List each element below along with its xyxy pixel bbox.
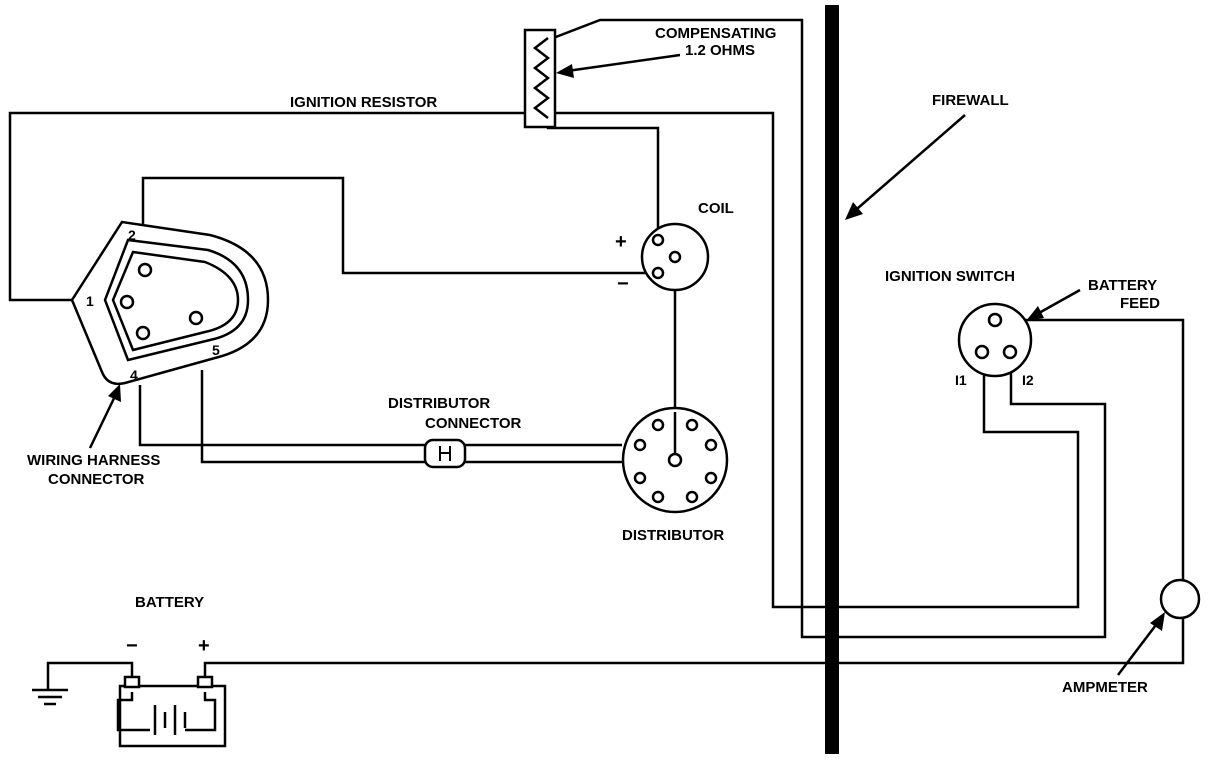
pin-label-1: 1	[86, 293, 94, 309]
compensating-arrowhead	[556, 64, 574, 78]
label-wiring-harness-1: WIRING HARNESS	[27, 452, 160, 469]
label-ignition-switch: IGNITION SWITCH	[885, 268, 1015, 285]
label-coil: COIL	[698, 200, 734, 217]
label-ampmeter: AMPMETER	[1062, 679, 1148, 696]
battery-feed-arrowhead	[1026, 306, 1044, 321]
wire-pin5-harness	[200, 370, 425, 464]
ignition-switch	[957, 302, 1033, 378]
label-compensating: COMPENSATING	[655, 25, 776, 42]
ampmeter-arrow	[1117, 616, 1163, 676]
coil-terminal-center	[668, 250, 682, 264]
wire-battery-feed-to-ampmeter	[1022, 318, 1185, 581]
pin-label-i2: I2	[1022, 372, 1034, 388]
label-battery-feed-2: FEED	[1120, 295, 1160, 312]
pin-label-2: 2	[128, 227, 136, 243]
pin-label-4: 4	[130, 367, 138, 383]
ampmeter	[1159, 578, 1201, 620]
label-distributor: DISTRIBUTOR	[622, 527, 724, 544]
firewall-arrowhead	[845, 202, 863, 220]
ampmeter-arrowhead	[1150, 612, 1165, 631]
coil-terminal-plus	[651, 233, 665, 247]
compensating-arrow	[559, 53, 681, 74]
label-ignition-resistor: IGNITION RESISTOR	[290, 94, 437, 111]
harness-arrow	[88, 389, 120, 449]
wire-resistor-to-switch-i1	[555, 111, 1080, 609]
wire-battery-to-ground	[46, 661, 134, 690]
label-battery: BATTERY	[135, 594, 204, 611]
switch-terminal-battery	[987, 312, 1003, 328]
wire-pin1-to-resistor	[8, 111, 525, 302]
distributor	[621, 406, 729, 514]
battery-plus-symbol: +	[198, 635, 210, 657]
wire-pin2-to-coil-minus	[141, 176, 650, 275]
wire-resistor-to-coil-plus	[546, 112, 660, 233]
battery-minus-symbol: −	[126, 635, 138, 657]
label-firewall: FIREWALL	[932, 92, 1009, 109]
firewall-bar	[825, 5, 839, 754]
pin-label-5: 5	[212, 342, 220, 358]
switch-terminal-i1	[974, 344, 990, 360]
ignition-resistor	[523, 28, 557, 129]
pin-label-i1: I1	[955, 372, 967, 388]
coil-minus-symbol: −	[617, 273, 629, 295]
label-ohms: 1.2 OHMS	[685, 42, 755, 59]
harness-arrowhead	[108, 384, 121, 402]
ground-symbol	[32, 688, 68, 706]
distributor-connector	[423, 438, 467, 469]
label-battery-feed-1: BATTERY	[1088, 277, 1157, 294]
coil-terminal-minus	[651, 266, 665, 280]
label-distributor-connector-2: CONNECTOR	[425, 415, 522, 432]
battery	[116, 675, 227, 748]
wire-pin4-harness	[138, 385, 425, 447]
coil-plus-symbol: +	[615, 231, 627, 253]
label-distributor-connector-1: DISTRIBUTOR	[388, 395, 490, 412]
wire-ampmeter-to-battery	[203, 617, 1185, 680]
label-wiring-harness-2: CONNECTOR	[48, 471, 145, 488]
wire-resistor-to-switch-i2	[547, 18, 1107, 639]
wiring-harness-connector	[70, 220, 270, 386]
firewall-arrow	[849, 114, 966, 216]
coil	[640, 222, 710, 292]
switch-terminal-i2	[1002, 344, 1018, 360]
